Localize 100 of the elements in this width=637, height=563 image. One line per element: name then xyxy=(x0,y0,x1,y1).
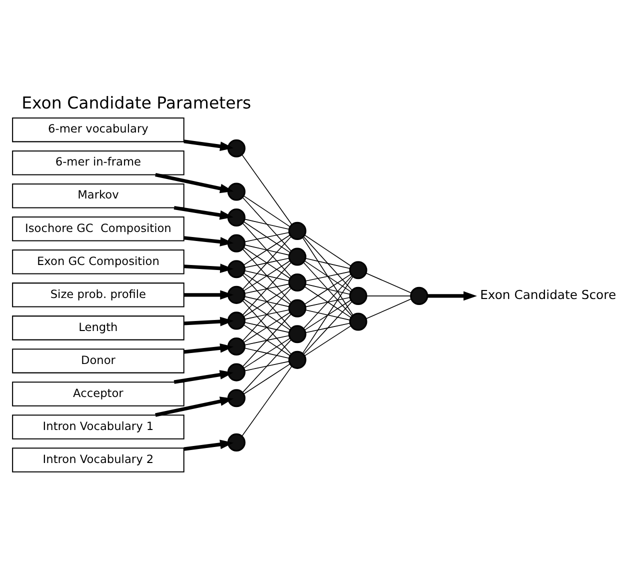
node-circle xyxy=(227,433,246,452)
node-circle xyxy=(349,312,368,331)
node-circle xyxy=(227,286,246,304)
node-circle xyxy=(288,350,306,369)
connector xyxy=(244,348,290,359)
node-text: Exon Candidate Score xyxy=(480,288,616,302)
connector xyxy=(242,314,292,367)
node-box: Intron Vocabulary 1 xyxy=(12,414,184,440)
connector xyxy=(366,298,412,320)
connector xyxy=(244,335,290,346)
connector xyxy=(305,271,350,282)
node-box: 6-mer in-frame xyxy=(12,150,184,176)
connector xyxy=(244,309,290,320)
connector xyxy=(243,247,290,279)
connector xyxy=(243,196,290,228)
arrow xyxy=(155,173,234,194)
node-box: Markov xyxy=(12,183,184,208)
connector xyxy=(242,248,292,303)
connector xyxy=(244,258,290,268)
connector xyxy=(244,270,290,282)
arrow xyxy=(184,343,234,354)
connector xyxy=(243,312,290,343)
connector xyxy=(244,232,290,242)
node-circle xyxy=(349,286,368,305)
connector xyxy=(243,286,290,318)
connector xyxy=(242,288,292,342)
node-box: Acceptor xyxy=(12,382,184,406)
arrow xyxy=(184,440,234,451)
node-circle xyxy=(227,208,246,227)
connector xyxy=(303,262,352,316)
arrow xyxy=(174,206,234,220)
connector xyxy=(244,284,290,294)
connector xyxy=(243,221,290,253)
node-circle xyxy=(227,363,246,382)
diagram-title: Exon Candidate Parameters xyxy=(22,93,252,112)
connector xyxy=(242,236,292,290)
node-box: Size prob. profile xyxy=(12,282,184,308)
connector xyxy=(304,286,352,318)
connector xyxy=(242,366,292,437)
connector xyxy=(303,301,352,354)
connector xyxy=(243,234,290,266)
connector xyxy=(242,154,292,226)
node-circle xyxy=(227,389,246,408)
connector xyxy=(244,218,290,230)
arrow xyxy=(174,370,234,384)
connector xyxy=(243,298,290,330)
connector xyxy=(243,272,290,304)
connector xyxy=(304,234,352,266)
connector xyxy=(302,237,354,316)
arrow xyxy=(428,291,477,301)
connector xyxy=(305,284,350,295)
connector xyxy=(304,326,352,356)
connector xyxy=(242,339,292,393)
arrow xyxy=(184,290,234,300)
connector xyxy=(303,236,352,291)
connector xyxy=(243,364,290,394)
node-circle xyxy=(288,299,306,318)
node-box: Intron Vocabulary 2 xyxy=(12,448,184,472)
connector xyxy=(244,361,290,372)
arrow xyxy=(184,316,234,326)
connector xyxy=(305,310,350,320)
connector xyxy=(303,275,352,329)
node-circle xyxy=(227,337,246,356)
connector xyxy=(304,300,352,330)
connector xyxy=(305,322,350,334)
node-circle xyxy=(227,182,246,201)
connector xyxy=(304,260,352,292)
connector xyxy=(244,244,290,256)
node-circle xyxy=(410,286,428,305)
arrow xyxy=(155,396,234,417)
node-circle xyxy=(227,139,246,158)
node-box: 6-mer vocabulary xyxy=(12,117,184,142)
node-circle xyxy=(288,248,306,266)
connector xyxy=(366,272,412,294)
connector xyxy=(244,322,290,333)
node-circle xyxy=(227,234,246,252)
node-circle xyxy=(288,222,306,240)
connector xyxy=(243,260,290,292)
node-circle xyxy=(288,325,306,344)
connector xyxy=(242,300,292,355)
connector xyxy=(305,297,350,308)
node-box: Donor xyxy=(12,348,184,374)
connector xyxy=(302,276,354,354)
connector xyxy=(242,274,292,329)
connector xyxy=(244,296,290,308)
connector xyxy=(305,258,350,269)
arrow xyxy=(184,264,234,274)
node-circle xyxy=(227,312,246,330)
arrow xyxy=(184,236,234,246)
node-circle xyxy=(227,260,246,278)
arrow xyxy=(184,140,234,151)
connector xyxy=(242,197,292,252)
node-box: Isochore GC Composition xyxy=(12,216,184,242)
node-circle xyxy=(349,261,368,280)
node-box: Length xyxy=(12,316,184,340)
connector xyxy=(242,223,292,278)
connector xyxy=(304,274,352,305)
connector xyxy=(243,338,290,369)
connector xyxy=(243,324,290,356)
node-box: Exon GC Composition xyxy=(12,250,184,274)
